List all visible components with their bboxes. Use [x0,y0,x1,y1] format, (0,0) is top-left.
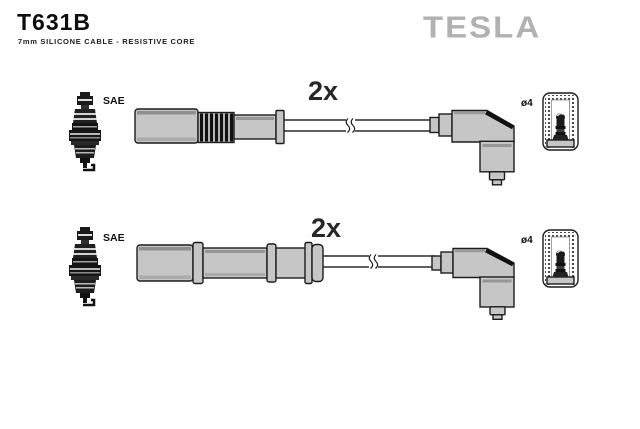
wire-break-gap [346,117,355,134]
terminal-socket-icon [542,229,579,288]
spark-plug-icon [69,227,101,307]
part-number: T631B [17,9,92,35]
quantity-label: 2x [311,213,341,243]
right-angle-connector [431,247,515,320]
coil-boot-ringed [136,241,324,285]
wire-break-gap [369,253,378,270]
wire-break-mark [368,254,374,269]
wire-break-mark [373,254,379,269]
cable-spec-subtitle: 7mm SILICONE CABLE - RESISTIVE CORE [18,37,196,46]
quantity-label: 2x [308,76,338,106]
wire-break-mark [350,118,356,133]
cable-diagram-row-1: SAE [69,76,579,186]
terminal-diameter-label: ø4 [521,98,533,109]
wire-break-mark [345,118,351,133]
ignition-wire [319,253,435,270]
tesla-logo: TESLA [423,10,542,45]
terminal-socket-icon [542,92,579,151]
sae-plug-label: SAE [103,232,125,244]
terminal-diameter-label: ø4 [521,235,533,246]
cable-diagram-row-2: SAE [69,213,579,320]
sae-plug-label: SAE [103,95,125,107]
right-angle-connector [429,109,515,186]
spark-plug-icon [69,92,101,172]
ignition-wire [279,117,433,134]
coil-boot-ribbed [134,108,285,145]
